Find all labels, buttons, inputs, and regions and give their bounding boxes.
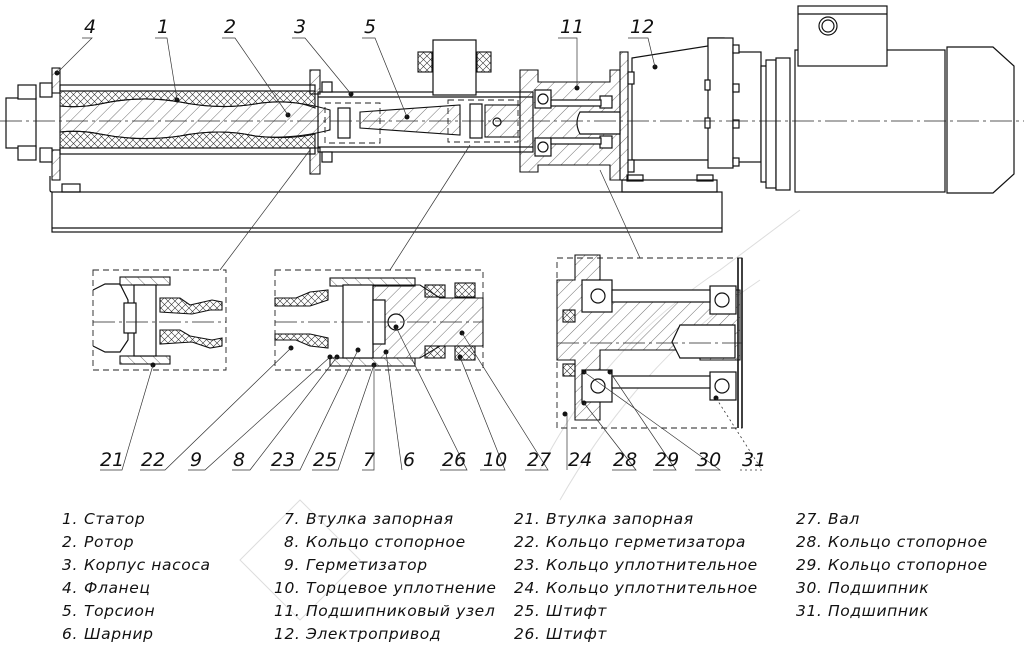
bottom-leaders bbox=[100, 326, 763, 471]
pump-body bbox=[317, 39, 534, 163]
top-callouts: 4 1 2 3 5 11 12 bbox=[84, 16, 654, 38]
torsion-shaft bbox=[324, 99, 521, 144]
detail-view-hinge-left bbox=[92, 269, 227, 371]
callout-30: 30 bbox=[697, 449, 721, 471]
bottom-callouts: 21 22 9 8 23 25 7 6 26 10 27 24 28 29 30… bbox=[100, 449, 766, 471]
legend-item: 24.Кольцо уплотнительное bbox=[514, 579, 758, 597]
callout-31: 31 bbox=[742, 449, 766, 471]
legend-item: 3.Корпус насоса bbox=[62, 556, 211, 574]
legend-item: 28.Кольцо стопорное bbox=[796, 533, 988, 551]
detail-view-bearing-unit bbox=[556, 254, 743, 429]
callout-25: 25 bbox=[313, 449, 337, 471]
callout-7: 7 bbox=[363, 449, 375, 471]
legend-item: 21.Втулка запорная bbox=[514, 510, 694, 528]
legend-item: 8.Кольцо стопорное bbox=[284, 533, 466, 551]
callout-10: 10 bbox=[483, 449, 507, 471]
inlet-flange bbox=[5, 67, 61, 181]
legend-item: 22.Кольцо герметизатора bbox=[514, 533, 746, 551]
legend-item: 4.Фланец bbox=[62, 579, 151, 597]
legend-column-1: 1.Статор 2.Ротор 3.Корпус насоса 4.Флане… bbox=[62, 508, 211, 646]
callout-21: 21 bbox=[100, 449, 124, 471]
top-leaders bbox=[56, 37, 656, 118]
legend-item: 25.Штифт bbox=[514, 602, 607, 620]
callout-3: 3 bbox=[294, 16, 306, 38]
callout-27: 27 bbox=[527, 449, 551, 471]
legend-item: 23.Кольцо уплотнительное bbox=[514, 556, 758, 574]
legend-item: 5.Торсион bbox=[62, 602, 156, 620]
callout-8: 8 bbox=[233, 449, 245, 471]
callout-22: 22 bbox=[141, 449, 165, 471]
legend-item: 30.Подшипник bbox=[796, 579, 930, 597]
legend-item: 2.Ротор bbox=[62, 533, 135, 551]
callout-11: 11 bbox=[560, 16, 584, 38]
callout-24: 24 bbox=[568, 449, 592, 471]
callout-26: 26 bbox=[442, 449, 466, 471]
legend-item: 7.Втулка запорная bbox=[284, 510, 454, 528]
bearing-housing bbox=[519, 51, 629, 181]
legend-column-3: 21.Втулка запорная 22.Кольцо герметизато… bbox=[514, 508, 758, 646]
callout-23: 23 bbox=[271, 449, 295, 471]
legend-item: 12.Электропривод bbox=[274, 625, 442, 643]
legend-column-4: 27.Вал 28.Кольцо стопорное 29.Кольцо сто… bbox=[796, 508, 988, 623]
legend-item: 29.Кольцо стопорное bbox=[796, 556, 988, 574]
gearbox bbox=[627, 37, 762, 173]
legend-item: 10.Торцевое уплотнение bbox=[274, 579, 497, 597]
main-section-view bbox=[0, 5, 1024, 233]
legend-column-2: 7.Втулка запорная 8.Кольцо стопорное 9.Г… bbox=[274, 508, 497, 646]
legend-item: 6.Шарнир bbox=[62, 625, 154, 643]
legend-item: 31.Подшипник bbox=[796, 602, 930, 620]
legend-item: 1.Статор bbox=[62, 510, 146, 528]
electric-motor bbox=[760, 5, 1015, 194]
callout-12: 12 bbox=[630, 16, 654, 38]
callout-1: 1 bbox=[157, 16, 169, 38]
callout-6: 6 bbox=[403, 449, 415, 471]
callout-4: 4 bbox=[84, 16, 96, 38]
callout-2: 2 bbox=[224, 16, 236, 38]
rotor bbox=[59, 98, 331, 140]
callout-29: 29 bbox=[655, 449, 679, 471]
parts-legend: 1.Статор 2.Ротор 3.Корпус насоса 4.Флане… bbox=[0, 508, 1024, 651]
legend-item: 11.Подшипниковый узел bbox=[274, 602, 496, 620]
legend-item: 26.Штифт bbox=[514, 625, 607, 643]
section-leaders bbox=[219, 144, 641, 271]
callout-28: 28 bbox=[613, 449, 637, 471]
callout-9: 9 bbox=[190, 449, 202, 471]
base-frame bbox=[49, 174, 723, 233]
detail-view-hinge-right bbox=[274, 269, 484, 371]
callout-5: 5 bbox=[364, 16, 376, 38]
legend-item: 9.Герметизатор bbox=[284, 556, 428, 574]
legend-item: 27.Вал bbox=[796, 510, 860, 528]
